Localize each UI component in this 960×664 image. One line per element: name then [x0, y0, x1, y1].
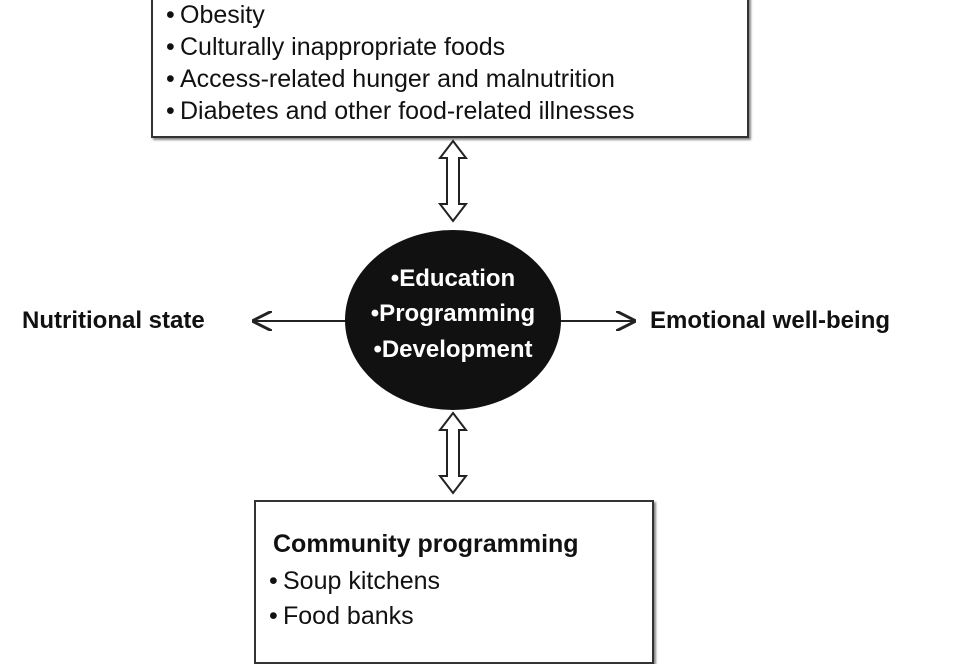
- connectors: [0, 139, 960, 495]
- emotional-well-being-label: Emotional well-being: [650, 307, 891, 334]
- list-item: •Obesity: [166, 1, 265, 29]
- list-item: •Food banks: [269, 602, 414, 630]
- double-arrow-top: [437, 139, 469, 223]
- community-programming-box: [254, 500, 654, 664]
- center-ellipse: [345, 230, 561, 410]
- double-arrow-bottom: [437, 411, 469, 495]
- center-item-development: •Development: [373, 336, 533, 363]
- center-item-education: •Education: [390, 265, 516, 292]
- nutritional-state-label: Nutritional state: [22, 307, 205, 334]
- community-programming-title: Community programming: [273, 530, 579, 558]
- center-item-programming: •Programming: [370, 300, 536, 327]
- list-item: •Diabetes and other food-related illness…: [166, 97, 635, 125]
- list-item: •Soup kitchens: [269, 567, 441, 595]
- list-item: •Culturally inappropriate foods: [166, 33, 506, 61]
- food-issues-box: [151, 0, 749, 138]
- list-item: •Access-related hunger and malnutrition: [166, 65, 615, 93]
